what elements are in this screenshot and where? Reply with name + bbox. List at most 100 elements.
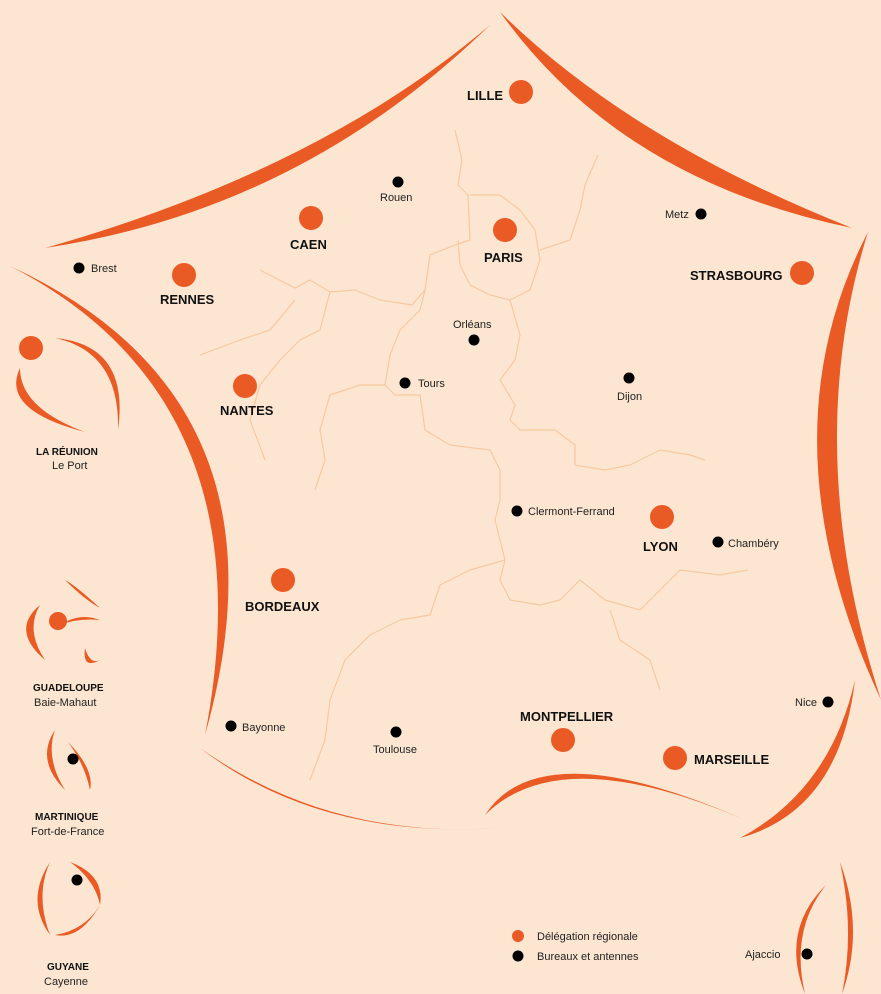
bureau-label-rouen: Rouen bbox=[380, 192, 412, 204]
overseas-city-label: Le Port bbox=[52, 460, 87, 472]
arc-south-mediterranean bbox=[485, 773, 745, 820]
bureau-dot-nice[interactable] bbox=[822, 696, 834, 708]
delegation-label-lyon: LYON bbox=[643, 539, 678, 554]
bureau-label-clermont: Clermont-Ferrand bbox=[528, 506, 615, 518]
bureau-dot-tours[interactable] bbox=[399, 377, 411, 389]
bureau-label-metz: Metz bbox=[665, 209, 689, 221]
region-border bbox=[249, 291, 331, 461]
overseas-martinique: MARTINIQUE Fort-de-France bbox=[31, 730, 104, 838]
bureau-dot-metz[interactable] bbox=[695, 208, 707, 220]
region-border bbox=[199, 299, 296, 356]
guyane-arc bbox=[55, 905, 100, 936]
bureau-label-toulouse: Toulouse bbox=[373, 744, 417, 756]
delegation-label-nantes: NANTES bbox=[220, 403, 274, 418]
delegation-dot-lille[interactable] bbox=[509, 80, 533, 104]
region-borders bbox=[199, 129, 749, 781]
legend: Délégation régionale Bureaux et antennes bbox=[512, 930, 639, 963]
region-border bbox=[499, 299, 706, 471]
overseas-territory-label: GUYANE bbox=[47, 962, 89, 973]
corsica-arc-left bbox=[796, 885, 826, 994]
bureau-label-nice: Nice bbox=[795, 697, 817, 709]
arc-north-west bbox=[45, 25, 490, 248]
reunion-arc bbox=[55, 338, 120, 430]
overseas-territory-label: MARTINIQUE bbox=[35, 812, 99, 823]
delegation-label-rennes: RENNES bbox=[160, 292, 215, 307]
delegation-label-lille: LILLE bbox=[467, 88, 503, 103]
delegation-dot-marseille[interactable] bbox=[663, 746, 687, 770]
guadeloupe-arc bbox=[65, 580, 100, 608]
arc-south-east bbox=[740, 680, 855, 838]
bureau-label-tours: Tours bbox=[418, 378, 445, 390]
legend-bureau-icon bbox=[512, 950, 524, 962]
bureau-dot-martinique[interactable] bbox=[67, 753, 79, 765]
mainland-outline bbox=[10, 12, 881, 838]
martinique-arc bbox=[47, 730, 65, 790]
arc-west bbox=[10, 266, 229, 735]
martinique-arc bbox=[68, 742, 91, 790]
delegation-dot-bordeaux[interactable] bbox=[271, 568, 295, 592]
guyane-arc bbox=[70, 862, 101, 905]
bureau-label-ajaccio: Ajaccio bbox=[745, 949, 780, 961]
bureau-dot-clermont[interactable] bbox=[511, 505, 523, 517]
delegation-dot-lyon[interactable] bbox=[650, 505, 674, 529]
delegation-label-caen: CAEN bbox=[290, 237, 327, 252]
bureaux: Rouen Metz Brest Orléans Tours Dijon Cle… bbox=[73, 176, 834, 961]
delegations: LILLE CAEN PARIS STRASBOURG RENNES NANTE… bbox=[160, 80, 814, 770]
delegation-label-bordeaux: BORDEAUX bbox=[245, 599, 320, 614]
region-border bbox=[384, 289, 749, 611]
arc-east bbox=[817, 232, 881, 700]
delegation-dot-strasbourg[interactable] bbox=[790, 261, 814, 285]
delegation-label-strasbourg: STRASBOURG bbox=[690, 268, 782, 283]
legend-delegation-icon bbox=[512, 930, 524, 942]
guyane-arc bbox=[37, 862, 50, 935]
corsica-shape bbox=[796, 862, 854, 994]
guadeloupe-arc bbox=[84, 648, 100, 664]
delegation-dot-reunion[interactable] bbox=[19, 336, 43, 360]
region-border bbox=[539, 154, 599, 251]
delegation-label-paris: PARIS bbox=[484, 250, 523, 265]
bureau-dot-guyane[interactable] bbox=[71, 874, 83, 886]
region-border bbox=[314, 384, 385, 491]
region-border bbox=[457, 194, 541, 301]
arc-south-west bbox=[200, 748, 500, 830]
bureau-dot-ajaccio[interactable] bbox=[801, 948, 813, 960]
overseas-city-label: Cayenne bbox=[44, 976, 88, 988]
overseas-city-label: Baie-Mahaut bbox=[34, 697, 96, 709]
delegation-dot-paris[interactable] bbox=[493, 218, 517, 242]
bureau-dot-chambery[interactable] bbox=[712, 536, 724, 548]
bureau-dot-rouen[interactable] bbox=[392, 176, 404, 188]
bureau-label-brest: Brest bbox=[91, 263, 117, 275]
overseas-reunion: LA RÉUNION Le Port bbox=[16, 336, 120, 472]
overseas-territory-label: LA RÉUNION bbox=[36, 445, 98, 458]
delegation-dot-nantes[interactable] bbox=[233, 374, 257, 398]
bureau-dot-bayonne[interactable] bbox=[225, 720, 237, 732]
overseas-guadeloupe: GUADELOUPE Baie-Mahaut bbox=[26, 580, 104, 709]
bureau-label-chambery: Chambéry bbox=[728, 538, 779, 550]
delegation-dot-rennes[interactable] bbox=[172, 263, 196, 287]
guadeloupe-arc bbox=[60, 616, 100, 625]
bureau-dot-toulouse[interactable] bbox=[390, 726, 402, 738]
region-border bbox=[609, 609, 661, 691]
arc-north-east bbox=[500, 12, 852, 228]
legend-bureau-label: Bureaux et antennes bbox=[537, 951, 639, 963]
region-border bbox=[309, 559, 506, 781]
bureau-dot-brest[interactable] bbox=[73, 262, 85, 274]
bureau-dot-orleans[interactable] bbox=[468, 334, 480, 346]
delegation-label-montpellier: MONTPELLIER bbox=[520, 709, 614, 724]
delegation-dot-caen[interactable] bbox=[299, 206, 323, 230]
reunion-arc bbox=[16, 368, 85, 432]
delegation-label-marseille: MARSEILLE bbox=[694, 752, 769, 767]
corsica-arc-right bbox=[840, 862, 854, 994]
overseas-guyane: GUYANE Cayenne bbox=[37, 862, 101, 988]
overseas-city-label: Fort-de-France bbox=[31, 826, 104, 838]
bureau-dot-dijon[interactable] bbox=[623, 372, 635, 384]
bureau-label-orleans: Orléans bbox=[453, 319, 492, 331]
guadeloupe-arc bbox=[26, 605, 45, 660]
bureau-label-dijon: Dijon bbox=[617, 391, 642, 403]
delegation-dot-guadeloupe[interactable] bbox=[49, 612, 67, 630]
delegation-dot-montpellier[interactable] bbox=[551, 728, 575, 752]
bureau-label-bayonne: Bayonne bbox=[242, 722, 285, 734]
overseas-territory-label: GUADELOUPE bbox=[33, 683, 104, 694]
legend-delegation-label: Délégation régionale bbox=[537, 931, 638, 943]
